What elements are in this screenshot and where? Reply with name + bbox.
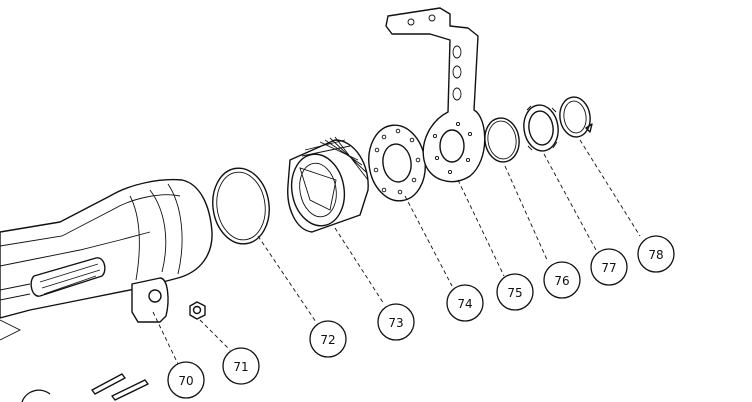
callout-75: 75 <box>496 273 534 311</box>
part-70-clip <box>131 277 169 323</box>
part-77-lockring <box>523 104 559 152</box>
callout-77-label: 77 <box>601 261 616 275</box>
callout-74: 74 <box>446 284 484 322</box>
callout-72: 72 <box>309 320 347 358</box>
callout-71: 71 <box>222 347 260 385</box>
part-74-gasket <box>368 124 426 202</box>
callout-71-label: 71 <box>233 360 248 374</box>
callout-70: 70 <box>167 361 205 399</box>
callout-77: 77 <box>590 248 628 286</box>
part-73-housing <box>287 136 369 233</box>
callout-70-label: 70 <box>178 374 193 388</box>
callout-75-label: 75 <box>507 286 522 300</box>
leader-lines <box>152 139 641 365</box>
part-75-bracket <box>385 7 486 183</box>
callout-78: 78 <box>637 235 675 273</box>
handle-body-assembly <box>0 178 213 341</box>
callout-74-label: 74 <box>457 297 472 311</box>
callout-76-label: 76 <box>554 274 569 288</box>
part-72-oring <box>212 167 270 245</box>
callout-76: 76 <box>543 261 581 299</box>
part-76-ring <box>484 117 520 163</box>
pins <box>91 373 149 401</box>
callout-partial <box>21 389 51 402</box>
callout-73: 73 <box>377 303 415 341</box>
callout-72-label: 72 <box>320 333 335 347</box>
part-78-snapring <box>559 96 593 138</box>
part-71-nut <box>189 301 206 320</box>
callout-78-label: 78 <box>648 248 663 262</box>
callout-73-label: 73 <box>388 316 403 330</box>
